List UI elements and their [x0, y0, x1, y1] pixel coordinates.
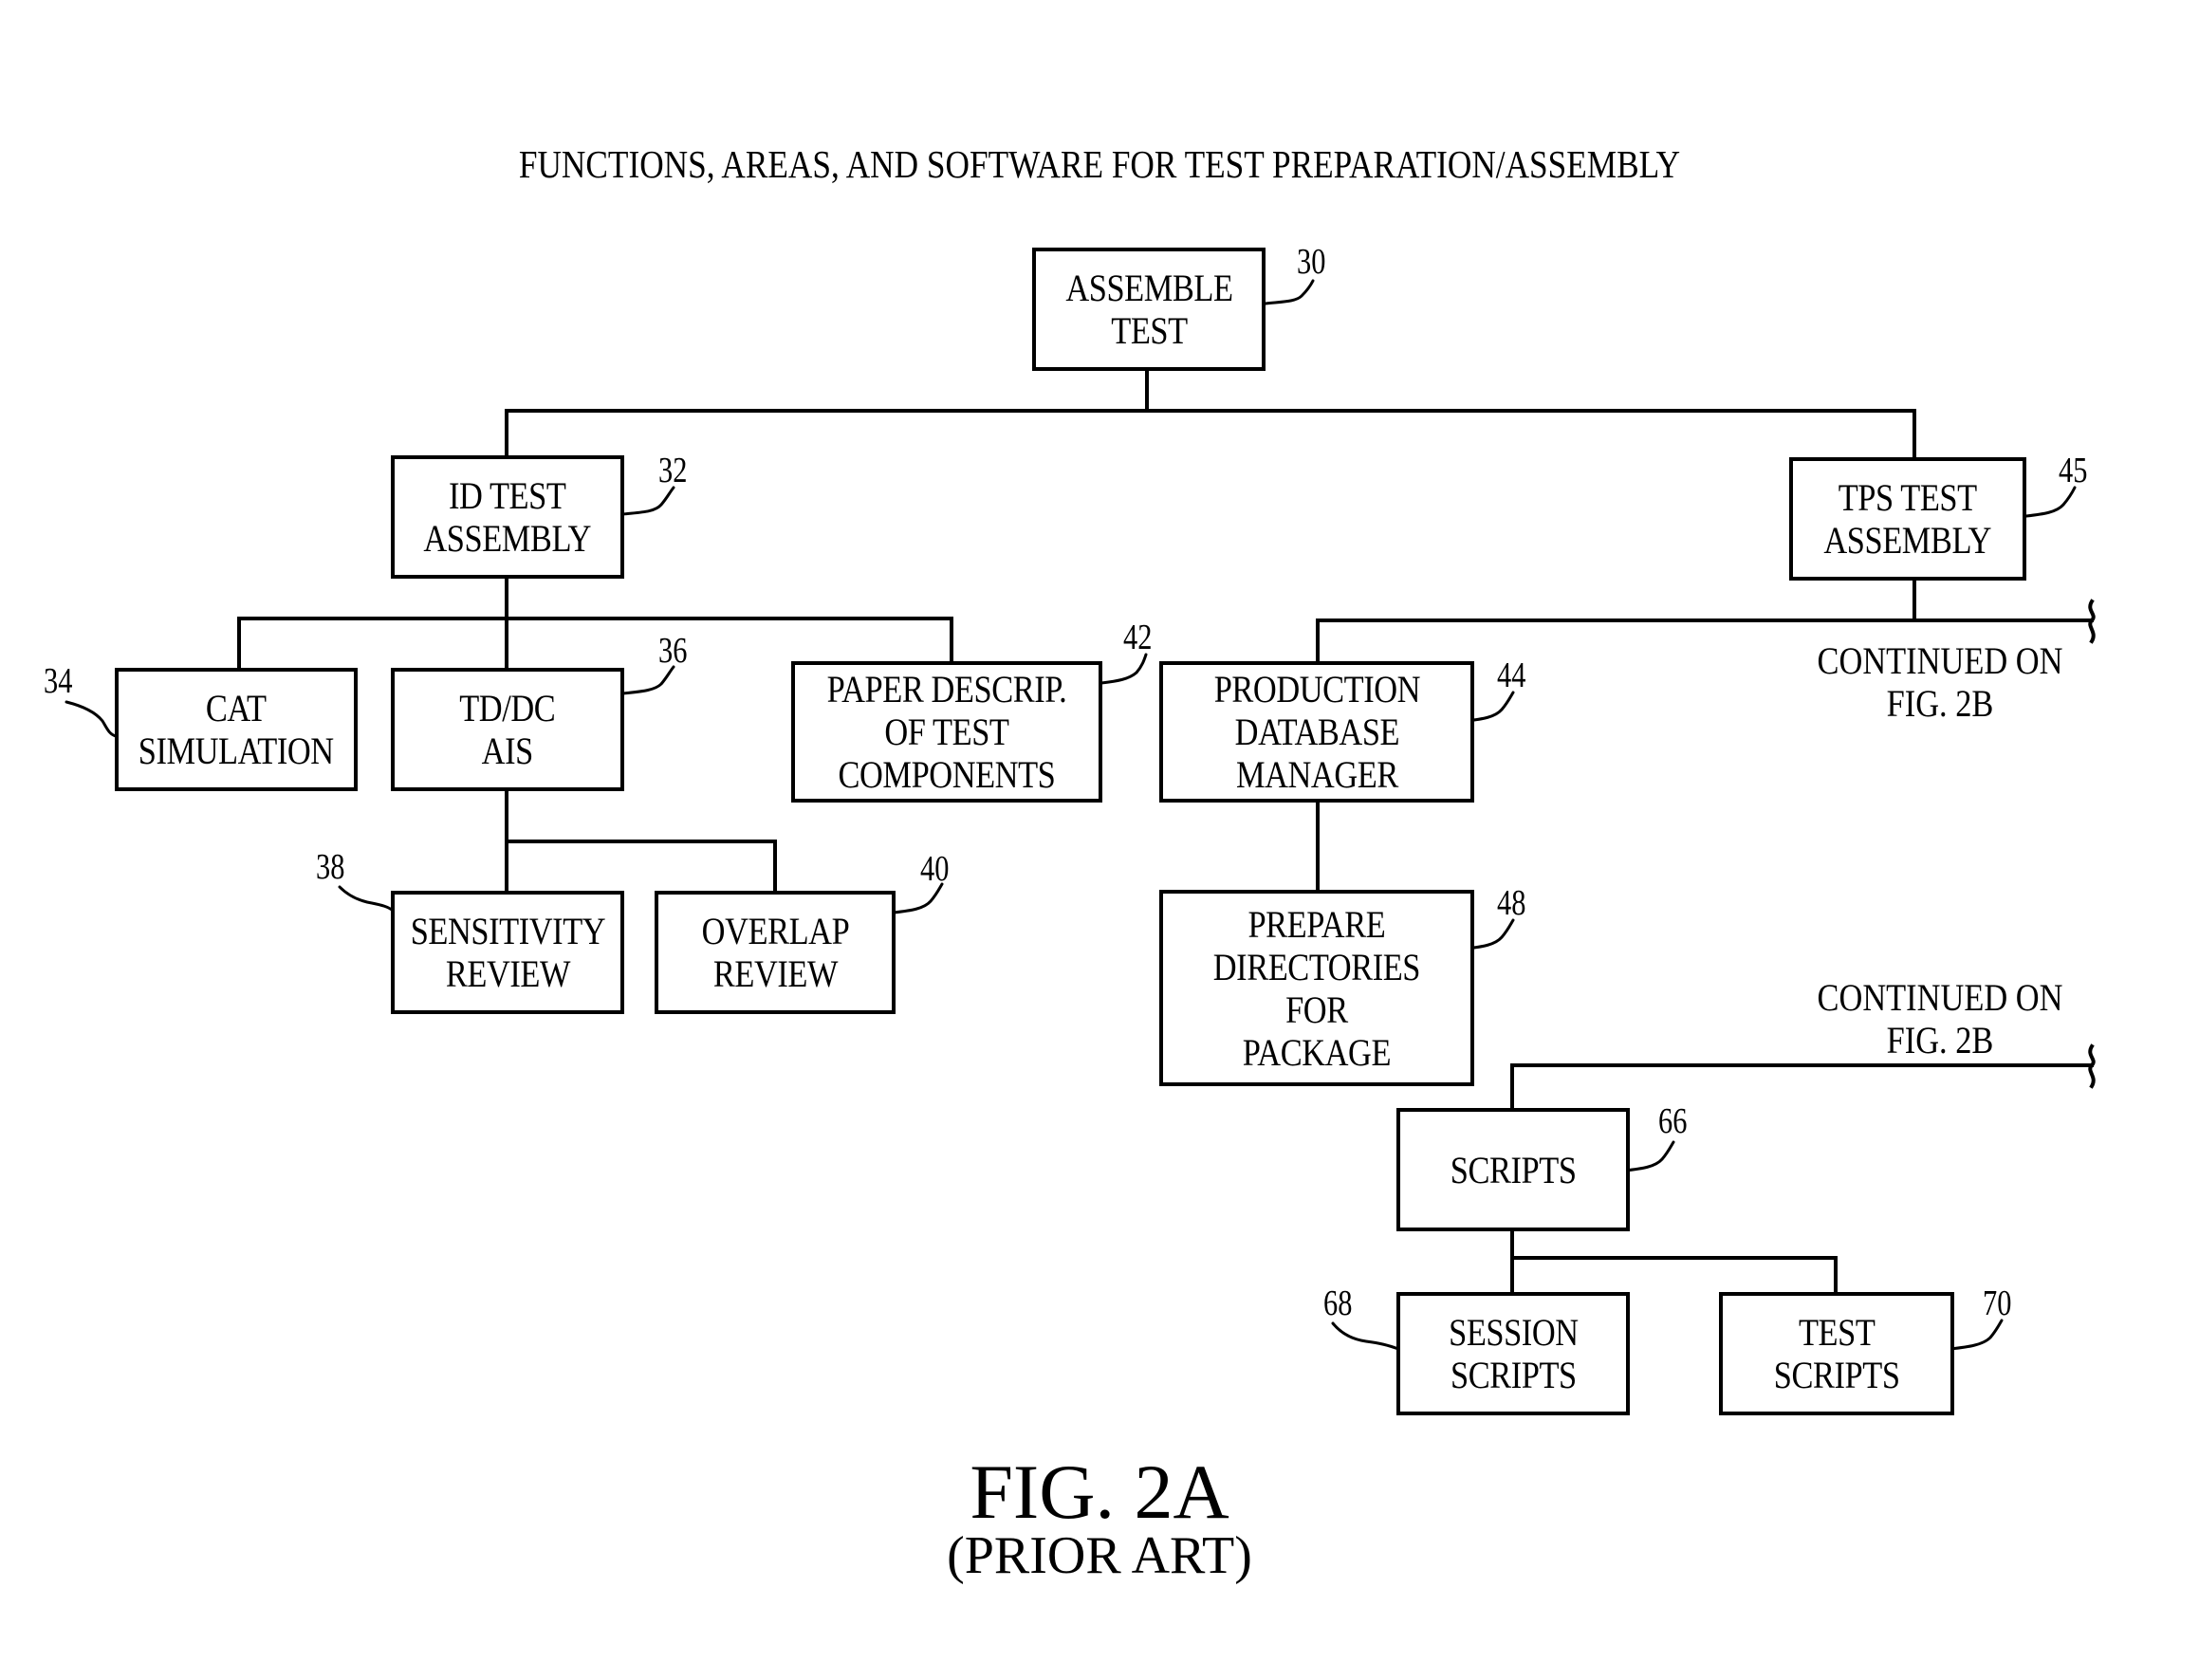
node-label: PRODUCTIONDATABASEMANAGER	[1213, 668, 1419, 796]
ref-numeral-44: 44	[1497, 656, 1525, 694]
leader-line-38	[340, 887, 393, 911]
node-overlap-review: OVERLAPREVIEW	[655, 891, 896, 1014]
ref-numeral-32: 32	[658, 452, 687, 489]
node-test-scripts: TESTSCRIPTS	[1719, 1292, 1954, 1415]
figure-sublabel: (PRIOR ART)	[0, 1527, 2199, 1584]
node-label: ID TESTASSEMBLY	[424, 474, 592, 560]
node-cat-simulation: CATSIMULATION	[115, 668, 358, 791]
leader-line-66	[1625, 1142, 1673, 1171]
leader-line-68	[1333, 1323, 1398, 1349]
leader-line-45	[2026, 488, 2075, 516]
ref-numeral-40: 40	[920, 850, 949, 888]
node-prepare-directories: PREPAREDIRECTORIESFORPACKAGE	[1159, 890, 1474, 1086]
node-paper-descrip: PAPER DESCRIP.OF TESTCOMPONENTS	[791, 661, 1102, 803]
node-label: PAPER DESCRIP.OF TESTCOMPONENTS	[827, 668, 1067, 796]
node-id-test-assembly: ID TESTASSEMBLY	[391, 455, 624, 579]
leader-line-34	[66, 702, 116, 736]
figure-label: FIG. 2A	[0, 1449, 2199, 1535]
node-assemble-test: ASSEMBLETEST	[1032, 248, 1266, 371]
ref-numeral-68: 68	[1323, 1284, 1352, 1322]
ref-numeral-48: 48	[1497, 884, 1525, 922]
node-label: OVERLAPREVIEW	[701, 910, 849, 995]
ref-numeral-70: 70	[1983, 1284, 2011, 1322]
node-label: SCRIPTS	[1451, 1149, 1577, 1191]
leader-line-42	[1101, 655, 1146, 683]
leader-line-36	[623, 667, 674, 693]
ref-numeral-30: 30	[1297, 243, 1325, 281]
break-mark	[2090, 1046, 2093, 1086]
node-label: PREPAREDIRECTORIESFORPACKAGE	[1213, 903, 1420, 1074]
continuation-note-lower: CONTINUED ONFIG. 2B	[1805, 976, 2075, 1062]
continuation-note-upper: CONTINUED ONFIG. 2B	[1805, 639, 2075, 725]
break-mark	[2090, 601, 2093, 641]
node-label: SENSITIVITYREVIEW	[410, 910, 604, 995]
ref-numeral-66: 66	[1658, 1102, 1687, 1140]
ref-numeral-38: 38	[316, 848, 344, 886]
node-label: TPS TESTASSEMBLY	[1824, 476, 1992, 562]
node-td-dc-ais: TD/DCAIS	[391, 668, 624, 791]
node-label: CATSIMULATION	[139, 687, 334, 772]
node-label: TD/DCAIS	[459, 687, 555, 772]
ref-numeral-34: 34	[44, 662, 72, 700]
leader-line-30	[1266, 281, 1313, 304]
node-production-database-manager: PRODUCTIONDATABASEMANAGER	[1159, 661, 1474, 803]
node-scripts: SCRIPTS	[1396, 1108, 1630, 1231]
node-label: ASSEMBLETEST	[1065, 267, 1232, 352]
leader-line-32	[623, 488, 674, 514]
ref-numeral-45: 45	[2059, 452, 2087, 489]
node-session-scripts: SESSIONSCRIPTS	[1396, 1292, 1630, 1415]
diagram-title: FUNCTIONS, AREAS, AND SOFTWARE FOR TEST …	[154, 140, 2044, 188]
leader-line-70	[1950, 1320, 2002, 1349]
node-label: SESSIONSCRIPTS	[1449, 1311, 1579, 1396]
node-sensitivity-review: SENSITIVITYREVIEW	[391, 891, 624, 1014]
ref-numeral-42: 42	[1123, 618, 1152, 656]
node-label: TESTSCRIPTS	[1774, 1311, 1900, 1396]
node-tps-test-assembly: TPS TESTASSEMBLY	[1789, 457, 2026, 581]
ref-numeral-36: 36	[658, 632, 687, 670]
